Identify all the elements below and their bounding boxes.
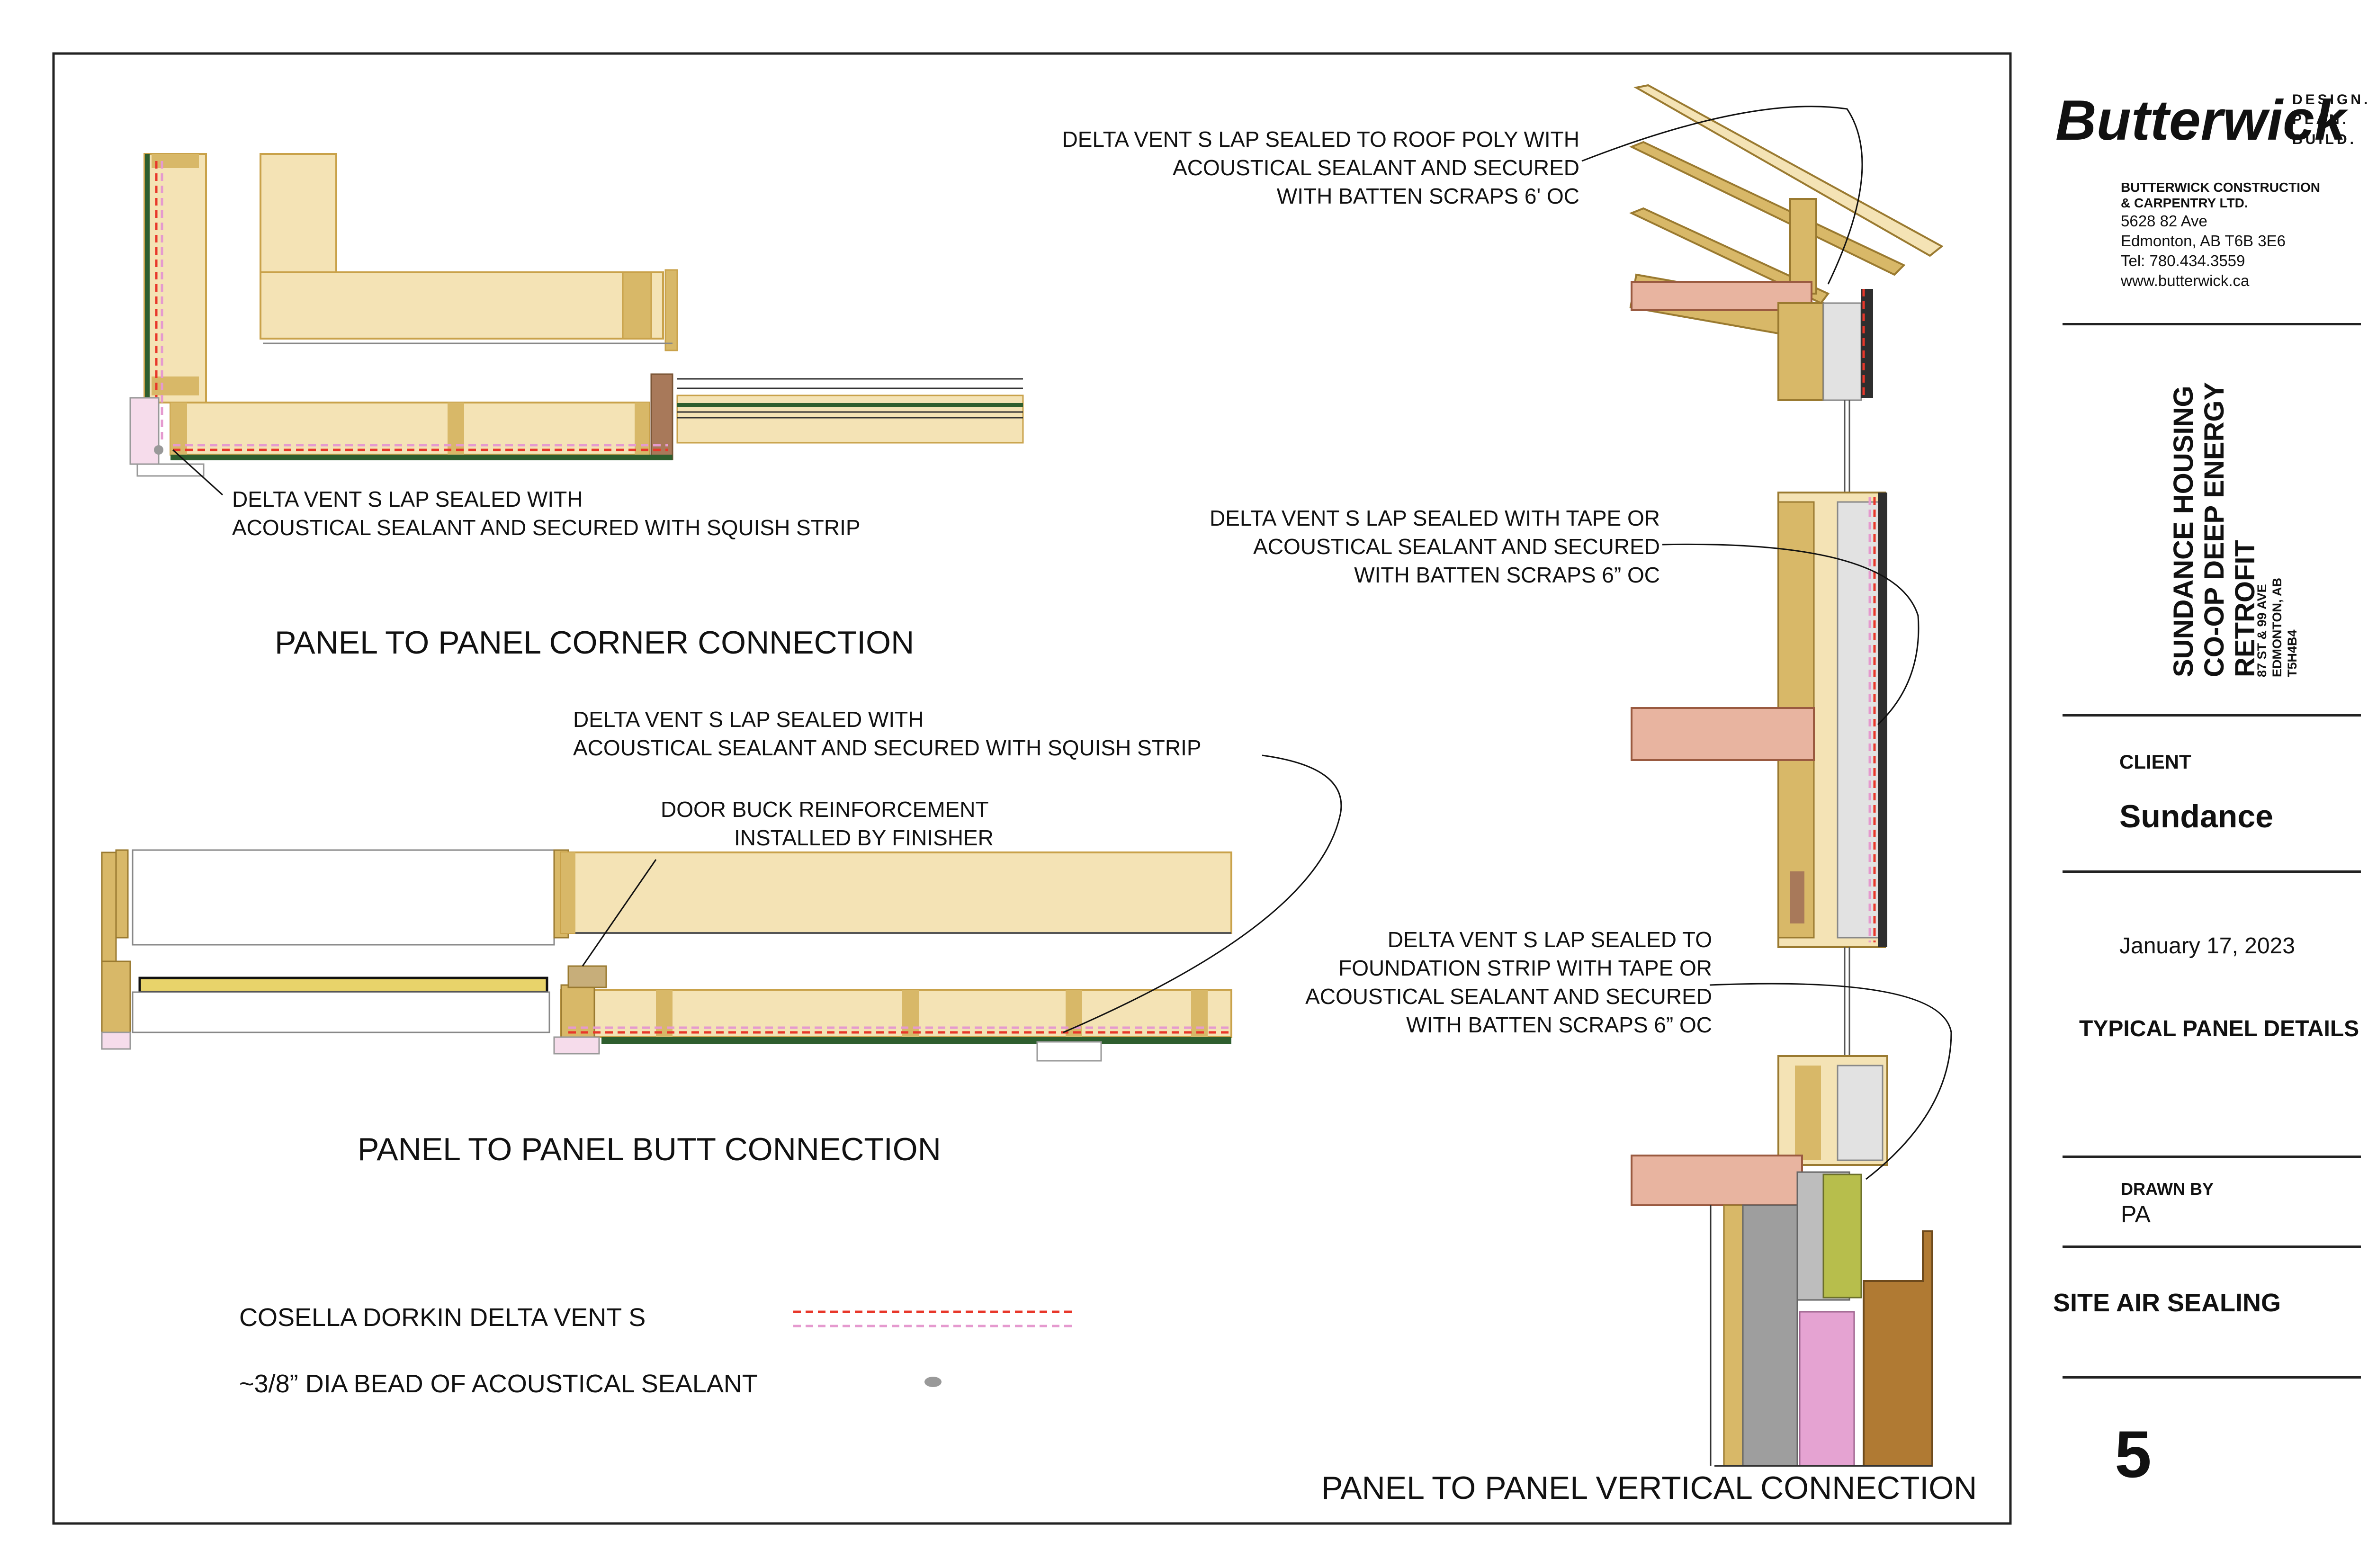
legend-item-1-label: COSELLA DORKIN DELTA VENT S xyxy=(239,1303,646,1332)
drawn-by-value: PA xyxy=(2121,1201,2151,1228)
roof-note-line-1: DELTA VENT S LAP SEALED TO ROOF POLY WIT… xyxy=(1062,127,1579,152)
tagline-line-1: DESIGN. xyxy=(2292,92,2368,108)
drawing-border xyxy=(52,52,2012,1525)
title-block-rule-1 xyxy=(2063,323,2361,325)
vertical-detail-drawing xyxy=(1581,84,1952,1467)
project-title-line-2: CO-OP DEEP ENERGY xyxy=(2199,382,2230,677)
corner-note-line-1: DELTA VENT S LAP SEALED WITH xyxy=(232,487,583,511)
sheet-title: TYPICAL PANEL DETAILS xyxy=(2079,1016,2359,1041)
corner-detail-title: PANEL TO PANEL CORNER CONNECTION xyxy=(275,625,914,661)
door-buck-note-line-2: INSTALLED BY FINISHER xyxy=(734,825,994,850)
butt-detail-drawing xyxy=(101,754,1342,1062)
project-title-block: SUNDANCE HOUSING CO-OP DEEP ENERGY RETRO… xyxy=(2168,382,2260,677)
butt-note-line-2: ACOUSTICAL SEALANT AND SECURED WITH SQUI… xyxy=(573,735,1202,760)
vertical-detail-title: PANEL TO PANEL VERTICAL CONNECTION xyxy=(1321,1470,1977,1506)
butt-note-line-1: DELTA VENT S LAP SEALED WITH xyxy=(573,707,924,732)
roof-note-line-2: ACOUSTICAL SEALANT AND SECURED xyxy=(1173,155,1579,180)
company-address-line-5: Tel: 780.434.3559 xyxy=(2121,252,2245,269)
tagline-line-3: BUILD. xyxy=(2292,132,2357,147)
foundation-note-line-2: FOUNDATION STRIP WITH TAPE OR xyxy=(1338,956,1712,980)
title-block-rule-6 xyxy=(2063,1376,2361,1379)
wall-note-line-3: WITH BATTEN SCRAPS 6” OC xyxy=(1354,563,1660,587)
client-label: CLIENT xyxy=(2119,751,2191,773)
title-block-rule-2 xyxy=(2063,714,2361,717)
sheet-subtitle: SITE AIR SEALING xyxy=(2053,1289,2281,1317)
legend-sealant-oval xyxy=(924,1377,942,1387)
roof-note-line-3: WITH BATTEN SCRAPS 6' OC xyxy=(1277,184,1579,208)
corner-detail-drawing xyxy=(129,153,1024,496)
title-block-rule-3 xyxy=(2063,870,2361,873)
project-title-line-1: SUNDANCE HOUSING xyxy=(2168,386,2199,678)
company-address-line-1: BUTTERWICK CONSTRUCTION xyxy=(2121,180,2320,195)
wall-note-line-2: ACOUSTICAL SEALANT AND SECURED xyxy=(1253,534,1660,559)
client-value: Sundance xyxy=(2119,798,2273,834)
company-address-line-6: www.butterwick.ca xyxy=(2120,272,2250,289)
project-title-line-3: RETROFIT xyxy=(2230,540,2260,677)
corner-note-line-2: ACOUSTICAL SEALANT AND SECURED WITH SQUI… xyxy=(232,515,861,540)
project-address-block: 87 ST & 99 AVE EDMONTON, AB T5H4B4 xyxy=(2255,578,2299,677)
company-logo: Butterwick xyxy=(2055,89,2349,152)
title-block-rule-4 xyxy=(2063,1156,2361,1158)
door-buck-note-line-1: DOOR BUCK REINFORCEMENT xyxy=(661,797,989,822)
drawn-by-label: DRAWN BY xyxy=(2121,1179,2214,1199)
title-block-rule-5 xyxy=(2063,1245,2361,1248)
project-address-line-2: EDMONTON, AB xyxy=(2270,578,2284,677)
project-address-line-1: 87 ST & 99 AVE xyxy=(2255,584,2269,677)
foundation-note-line-1: DELTA VENT S LAP SEALED TO xyxy=(1388,927,1712,952)
company-address-line-2: & CARPENTRY LTD. xyxy=(2121,196,2248,210)
foundation-note-line-4: WITH BATTEN SCRAPS 6” OC xyxy=(1406,1012,1712,1037)
project-address-line-3: T5H4B4 xyxy=(2285,629,2299,677)
butt-detail-title: PANEL TO PANEL BUTT CONNECTION xyxy=(358,1131,941,1167)
company-address-line-3: 5628 82 Ave xyxy=(2121,212,2207,230)
foundation-note-line-3: ACOUSTICAL SEALANT AND SECURED xyxy=(1305,984,1712,1009)
wall-note-line-1: DELTA VENT S LAP SEALED WITH TAPE OR xyxy=(1210,506,1660,530)
sheet-number: 5 xyxy=(2115,1417,2152,1491)
tagline-line-2: PLAN. xyxy=(2292,112,2349,127)
company-address-line-4: Edmonton, AB T6B 3E6 xyxy=(2121,232,2286,250)
legend-item-2-label: ~3/8” DIA BEAD OF ACOUSTICAL SEALANT xyxy=(239,1370,758,1398)
date-value: January 17, 2023 xyxy=(2119,933,2295,959)
